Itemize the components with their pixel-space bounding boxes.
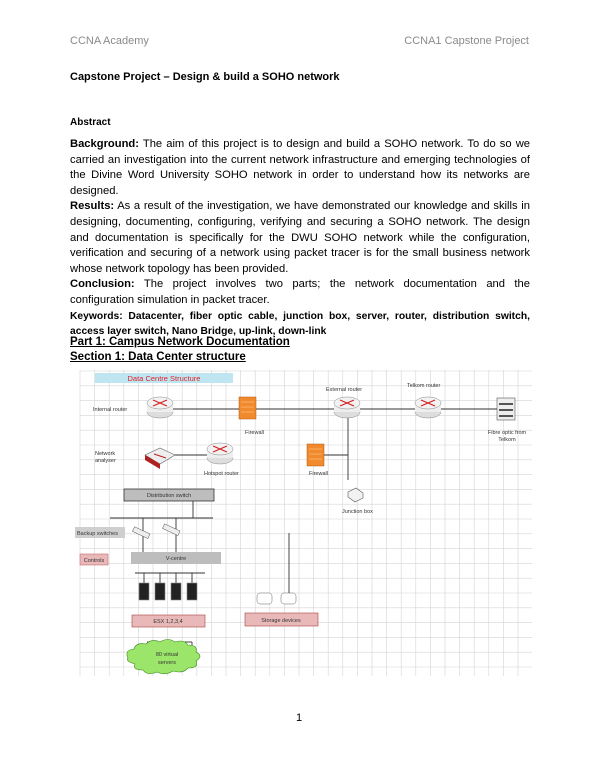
label-internal-router: Internal router	[93, 407, 127, 413]
label-hotspot-router: Hotspot router	[204, 471, 239, 477]
part-heading: Part 1: Campus Network Documentation	[70, 336, 290, 348]
storage-devices-box	[244, 612, 319, 627]
header-left: CCNA Academy	[70, 35, 149, 47]
results-text: As a result of the investigation, we hav…	[70, 200, 530, 275]
esx-servers	[138, 582, 198, 601]
background-label: Background:	[70, 138, 139, 150]
server-icon	[154, 582, 166, 601]
firewall-icon	[238, 396, 257, 420]
label-backup-switches: Backup switches	[77, 531, 118, 537]
diagram-title: Data Centre Structure	[128, 374, 201, 383]
label-fibre-line1: Fibre optic from	[488, 430, 527, 436]
label-firewall: Firewall	[245, 430, 264, 436]
label-controls: Controls	[84, 558, 105, 564]
server-icon	[186, 582, 198, 601]
results-paragraph: Results: As a result of the investigatio…	[70, 199, 530, 277]
abstract-body: Background: The aim of this project is t…	[70, 137, 530, 340]
label-cloud-line2: servers	[158, 660, 176, 666]
grid	[79, 370, 532, 676]
backup-switch-icon	[132, 523, 181, 539]
label-junction-box: Junction box	[342, 509, 373, 515]
network-analyser-icon	[144, 447, 176, 469]
section-heading: Section 1: Data Center structure	[70, 351, 246, 363]
label-storage-devices: Storage devices	[261, 618, 301, 624]
label-external-router: External router	[326, 387, 362, 393]
esx-box	[131, 614, 206, 628]
abstract-heading: Abstract	[70, 117, 111, 128]
server-icon	[138, 582, 150, 601]
label-firewall-2: Firewall	[309, 471, 328, 477]
header-right: CCNA1 Capstone Project	[404, 35, 529, 47]
junction-box-icon	[347, 487, 364, 503]
label-telkom-router: Telkom router	[407, 383, 440, 389]
hotspot-router-icon	[206, 442, 234, 465]
diagram-title-bar	[95, 373, 233, 383]
conclusion-label: Conclusion:	[70, 278, 135, 291]
firewall-2-icon	[306, 443, 325, 467]
keywords: Keywords: Datacenter, fiber optic cable,…	[70, 310, 530, 338]
label-analyser-line2: analyser	[95, 458, 116, 464]
label-analyser-line1: Network	[95, 451, 115, 457]
label-fibre-line2: Telkom	[498, 437, 516, 443]
label-esx: ESX 1,2,3,4	[153, 619, 182, 625]
storage-disk-icon	[256, 592, 297, 605]
conclusion-text: The project involves two parts; the netw…	[70, 278, 530, 306]
label-vcentre: V-centre	[166, 556, 186, 562]
label-distribution-switch: Distribution switch	[147, 493, 191, 499]
background-paragraph: Background: The aim of this project is t…	[70, 137, 530, 199]
fibre-server-icon	[496, 397, 516, 421]
distribution-switch-box	[123, 488, 215, 502]
results-label: Results:	[70, 200, 115, 213]
conclusion-paragraph: Conclusion: The project involves two par…	[70, 277, 530, 308]
server-icon	[170, 582, 182, 601]
virtual-servers-cloud	[126, 639, 201, 675]
page-number: 1	[296, 712, 303, 724]
background-text: The aim of this project is to design and…	[70, 138, 530, 197]
external-router-icon	[333, 396, 361, 419]
data-centre-diagram: Data Centre Structure Inte	[75, 370, 532, 676]
vcentre-box	[131, 552, 221, 564]
telkom-router-icon	[414, 396, 442, 419]
internal-router-icon	[146, 396, 174, 419]
controls-box	[79, 553, 109, 566]
document-title: Capstone Project – Design & build a SOHO…	[70, 71, 340, 83]
label-cloud-line1: 80 virtual	[156, 652, 178, 658]
